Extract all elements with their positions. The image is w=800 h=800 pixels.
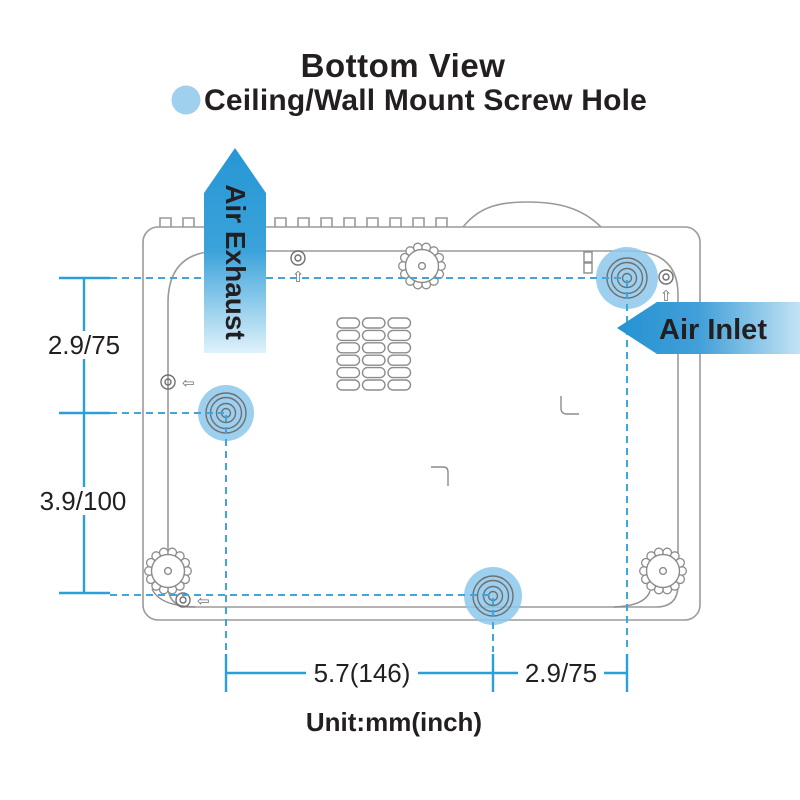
- panel-corner-mark-center: [431, 466, 449, 486]
- arrow-left-icon: ⇦: [197, 592, 210, 610]
- gear-foot-top: [398, 242, 446, 290]
- screw-hole-highlight-top-right: [596, 247, 658, 309]
- lens-bump: [462, 201, 602, 228]
- air-exhaust-label: Air Exhaust: [220, 184, 251, 340]
- dimension-lines: 2.9/75 3.9/100 5.7(146) 2.9/75: [34, 276, 629, 692]
- unit-note: Unit:mm(inch): [306, 707, 482, 737]
- bottom-dimension-line: [224, 654, 629, 692]
- panel-corner-mark-right: [560, 396, 579, 415]
- legend-label: Ceiling/Wall Mount Screw Hole: [204, 84, 647, 117]
- air-inlet-arrow-shape: [617, 302, 800, 354]
- gear-foot-bottom-right: [639, 547, 687, 595]
- gear-foot-swoosh-left: [151, 588, 196, 608]
- page-title: Bottom View: [301, 47, 506, 84]
- mount-slot: [583, 251, 593, 274]
- screw-mark-bottom-left: ⇦: [175, 592, 210, 610]
- dimension-left-upper: 2.9/75: [48, 330, 120, 360]
- screw-mark-top-left: ⇧: [290, 250, 306, 286]
- arrow-up-icon: ⇧: [292, 268, 305, 286]
- arrow-up-icon: ⇧: [660, 287, 673, 305]
- left-dimension-line: [59, 276, 110, 595]
- air-exhaust-arrow-shape: [204, 148, 266, 353]
- arrow-left-icon: ⇦: [182, 374, 195, 392]
- dimension-bottom-left: 5.7(146): [314, 658, 411, 688]
- dimension-left-lower: 3.9/100: [40, 486, 127, 516]
- air-exhaust-arrow: Air Exhaust: [204, 148, 266, 353]
- guide-lines: [110, 277, 628, 652]
- legend: Ceiling/Wall Mount Screw Hole: [171, 84, 647, 117]
- screw-mark-top-right: ⇧: [658, 269, 674, 305]
- air-inlet-label: Air Inlet: [659, 314, 767, 346]
- dimension-bottom-right: 2.9/75: [525, 658, 597, 688]
- mount-screw-holes: [198, 247, 658, 625]
- screw-mark-mid-left: ⇦: [160, 374, 195, 392]
- gear-foot-swoosh-right: [613, 590, 651, 608]
- projector-outer-shell: [142, 226, 701, 621]
- air-inlet-arrow: Air Inlet: [617, 302, 800, 354]
- screw-hole-legend-swatch-icon: [171, 85, 201, 115]
- gear-foot-bottom-left: [143, 547, 193, 595]
- projector-outline: ⇧ ⇧ ⇦ ⇦: [142, 201, 701, 621]
- top-vent-teeth: [159, 217, 448, 227]
- vent-grid: [336, 317, 412, 391]
